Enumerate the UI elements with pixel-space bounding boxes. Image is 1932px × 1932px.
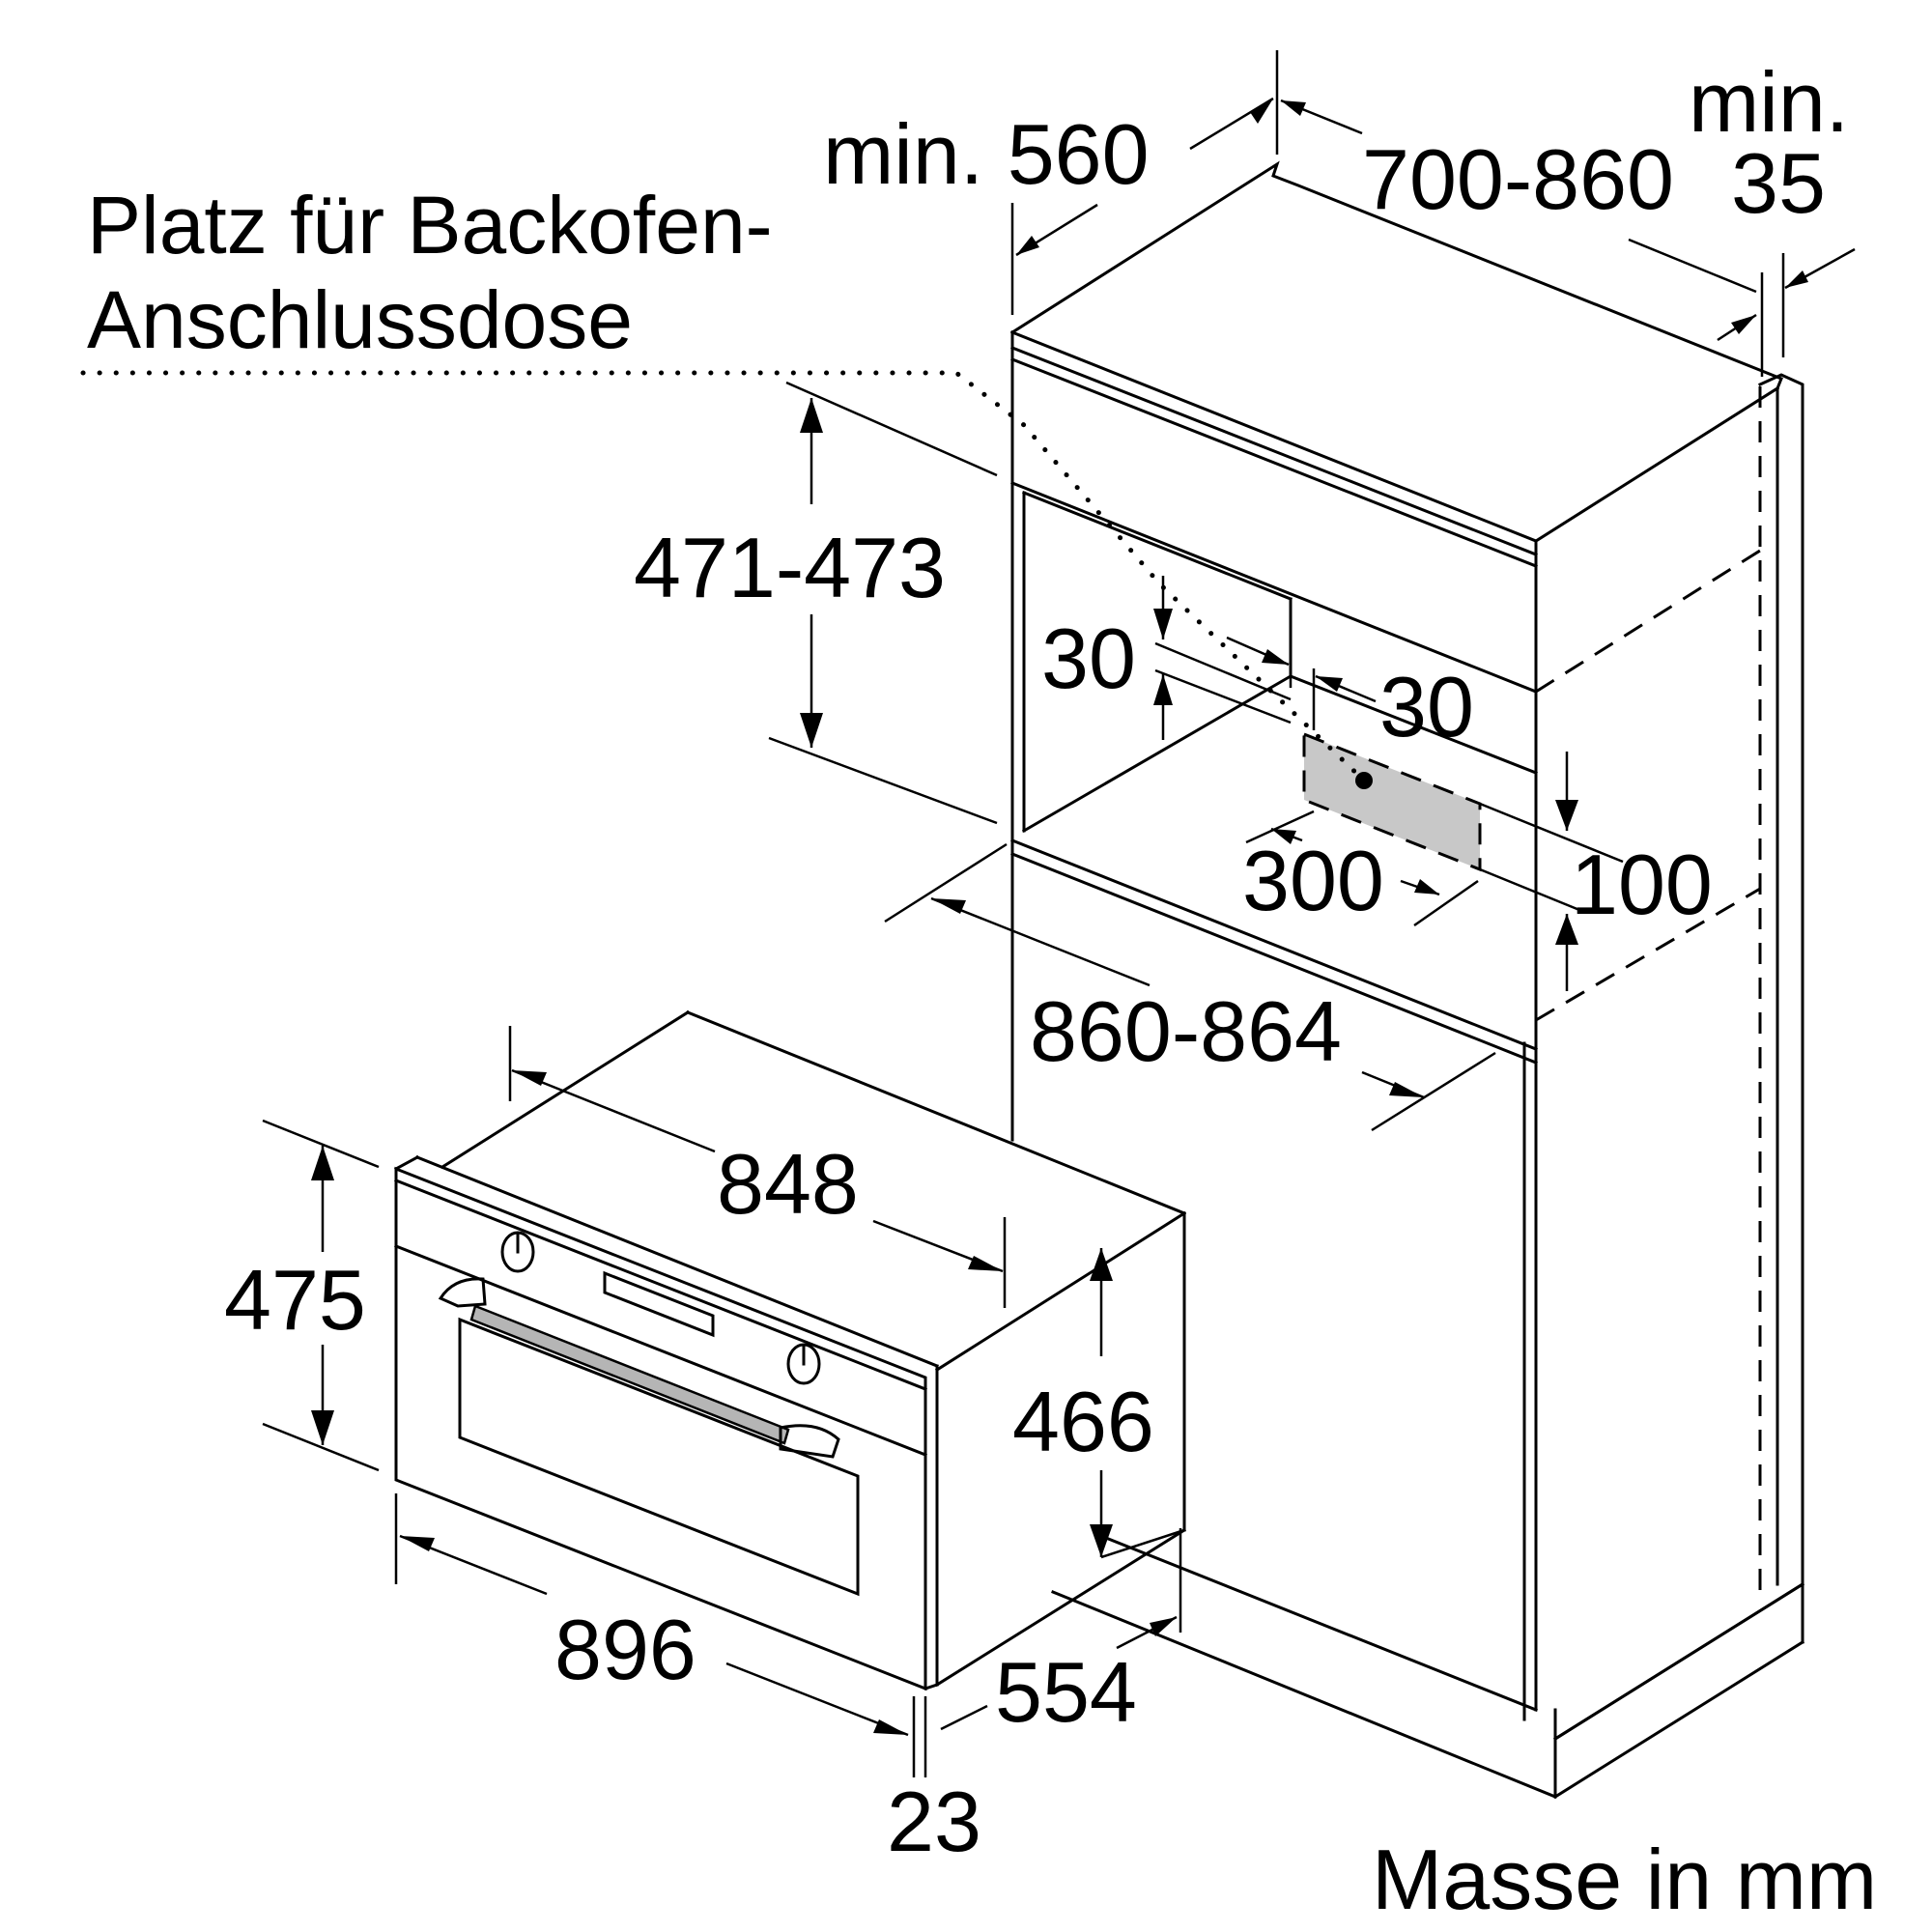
label-niche-height-range: 700-860: [1362, 131, 1674, 227]
label-side-gap-line1: min.: [1689, 54, 1849, 150]
label-socket-offset-top: 30: [1041, 611, 1136, 706]
socket-point: [1355, 772, 1373, 789]
note-line-2: Anschlussdose: [87, 274, 633, 365]
oven-handle: [469, 1304, 790, 1445]
oven-knob-left: [500, 1231, 535, 1273]
label-front-height: 475: [224, 1252, 366, 1348]
labels: Platz für Backofen- Anschlussdose min. 5…: [87, 54, 1877, 1927]
oven: [393, 1009, 1187, 1691]
label-socket-height: 100: [1571, 837, 1713, 932]
label-niche-depth: min. 560: [823, 106, 1150, 202]
label-socket-offset-side: 30: [1379, 659, 1474, 754]
label-socket-width: 300: [1242, 833, 1384, 928]
cabinet: [1009, 160, 1805, 1800]
label-body-depth: 554: [995, 1644, 1137, 1740]
note-line-1: Platz für Backofen-: [87, 180, 773, 270]
socket-zone-fill: [1304, 734, 1480, 869]
label-opening-height: 471-473: [634, 520, 946, 615]
oven-window: [458, 1317, 860, 1597]
socket-area: [80, 370, 1482, 872]
label-body-height: 466: [1012, 1374, 1154, 1469]
oven-knob-right: [786, 1343, 821, 1385]
oven-display: [603, 1270, 715, 1338]
label-body-width: 848: [717, 1136, 859, 1232]
label-front-width: 896: [554, 1602, 696, 1697]
note-leader: [80, 370, 1367, 783]
label-units: Masse in mm: [1372, 1832, 1877, 1927]
label-opening-width: 860-864: [1030, 983, 1342, 1079]
label-side-gap-line2: 35: [1731, 135, 1826, 231]
dimension-lines: [262, 50, 1856, 1777]
label-front-thickness: 23: [887, 1774, 981, 1869]
